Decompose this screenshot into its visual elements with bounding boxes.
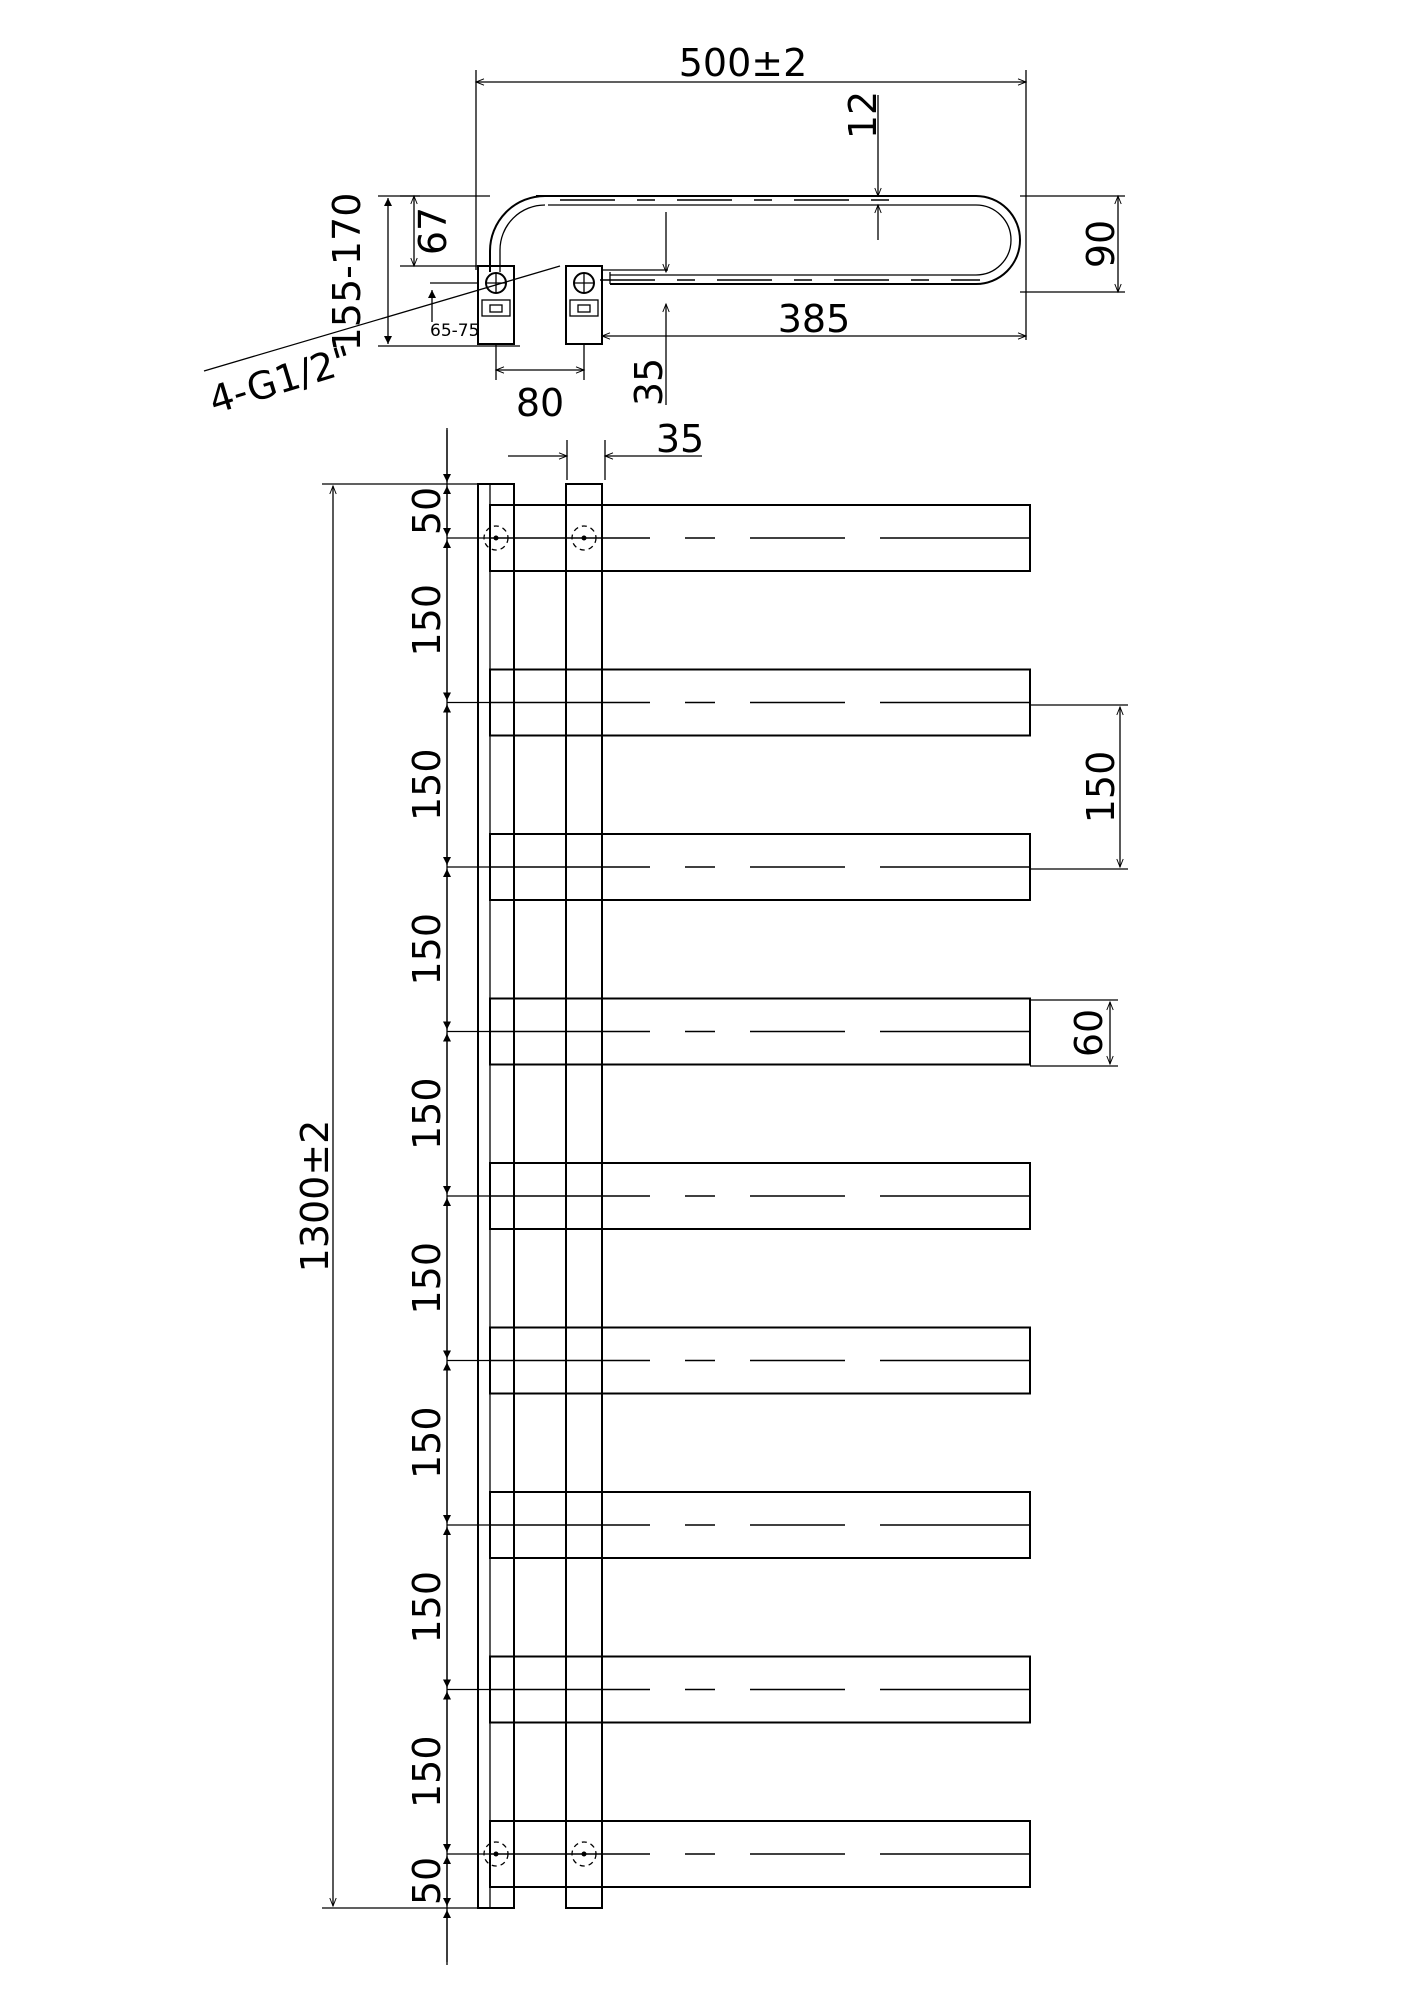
connection-port-icon bbox=[483, 525, 509, 551]
valve-range-dimension-label: 65-75 bbox=[430, 321, 479, 341]
spacing-dimension-chain: 50 150 150 150 150 150 150 150 150 50 bbox=[405, 430, 451, 1962]
width-dimension-label: 500±2 bbox=[679, 41, 808, 85]
chain-dimension-label: 150 bbox=[405, 1242, 449, 1315]
chain-dimension-label: 50 bbox=[405, 487, 449, 535]
depth-dimension-label: 90 bbox=[1079, 220, 1123, 268]
chain-dimension-label: 150 bbox=[405, 1406, 449, 1479]
rail-length-dimension-label: 385 bbox=[778, 297, 851, 341]
chain-dimension-label: 150 bbox=[405, 584, 449, 657]
port-center-dot bbox=[581, 1851, 587, 1857]
horizontal-bar bbox=[447, 504, 1031, 572]
left-valve-bracket bbox=[477, 265, 515, 345]
port-center-dot bbox=[493, 1851, 499, 1857]
connection-port-icon bbox=[571, 525, 597, 551]
top-view: 500±2 12 90 67 155-170 bbox=[204, 41, 1125, 425]
spacing-dimension-label: 80 bbox=[516, 381, 564, 425]
horizontal-bar bbox=[447, 1655, 1031, 1724]
horizontal-bar bbox=[447, 1820, 1031, 1888]
right-valve-bracket bbox=[565, 265, 603, 345]
horizontal-bar bbox=[447, 1491, 1031, 1559]
connection-port-icon bbox=[483, 1841, 509, 1867]
horizontal-bar bbox=[447, 833, 1031, 901]
connection-port-icon bbox=[571, 1841, 597, 1867]
offset-dimension-label: 67 bbox=[411, 207, 455, 255]
wall-range-dimension-label: 155-170 bbox=[325, 193, 369, 352]
front-view: 35 1300±2 50 150 150 150 150 150 150 150 150 50 1… bbox=[293, 417, 1128, 1965]
connection-thread-label: 4-G1/2" bbox=[204, 337, 358, 422]
bar-height-dimension-label: 60 bbox=[1067, 1009, 1111, 1057]
right-bar-spacing-label: 150 bbox=[1079, 751, 1123, 824]
chain-dimension-label: 150 bbox=[405, 1077, 449, 1150]
horizontal-bar bbox=[447, 997, 1031, 1066]
height-dimension-label: 1300±2 bbox=[293, 1120, 337, 1273]
horizontal-bar bbox=[447, 1326, 1031, 1395]
chain-dimension-label: 50 bbox=[405, 1857, 449, 1905]
valve-offset-dimension-label: 35 bbox=[627, 358, 671, 406]
horizontal-bar bbox=[447, 668, 1031, 737]
chain-dimension-label: 150 bbox=[405, 913, 449, 986]
horizontal-bar bbox=[447, 1162, 1031, 1230]
chain-dimension-label: 150 bbox=[405, 1735, 449, 1808]
port-center-dot bbox=[581, 535, 587, 541]
column-width-dimension-label: 35 bbox=[656, 417, 704, 461]
horizontal-bars bbox=[447, 504, 1031, 1888]
chain-dimension-label: 150 bbox=[405, 1571, 449, 1644]
chain-dimension-label: 150 bbox=[405, 748, 449, 821]
port-center-dot bbox=[493, 535, 499, 541]
pipe-dimension-label: 12 bbox=[841, 91, 885, 139]
